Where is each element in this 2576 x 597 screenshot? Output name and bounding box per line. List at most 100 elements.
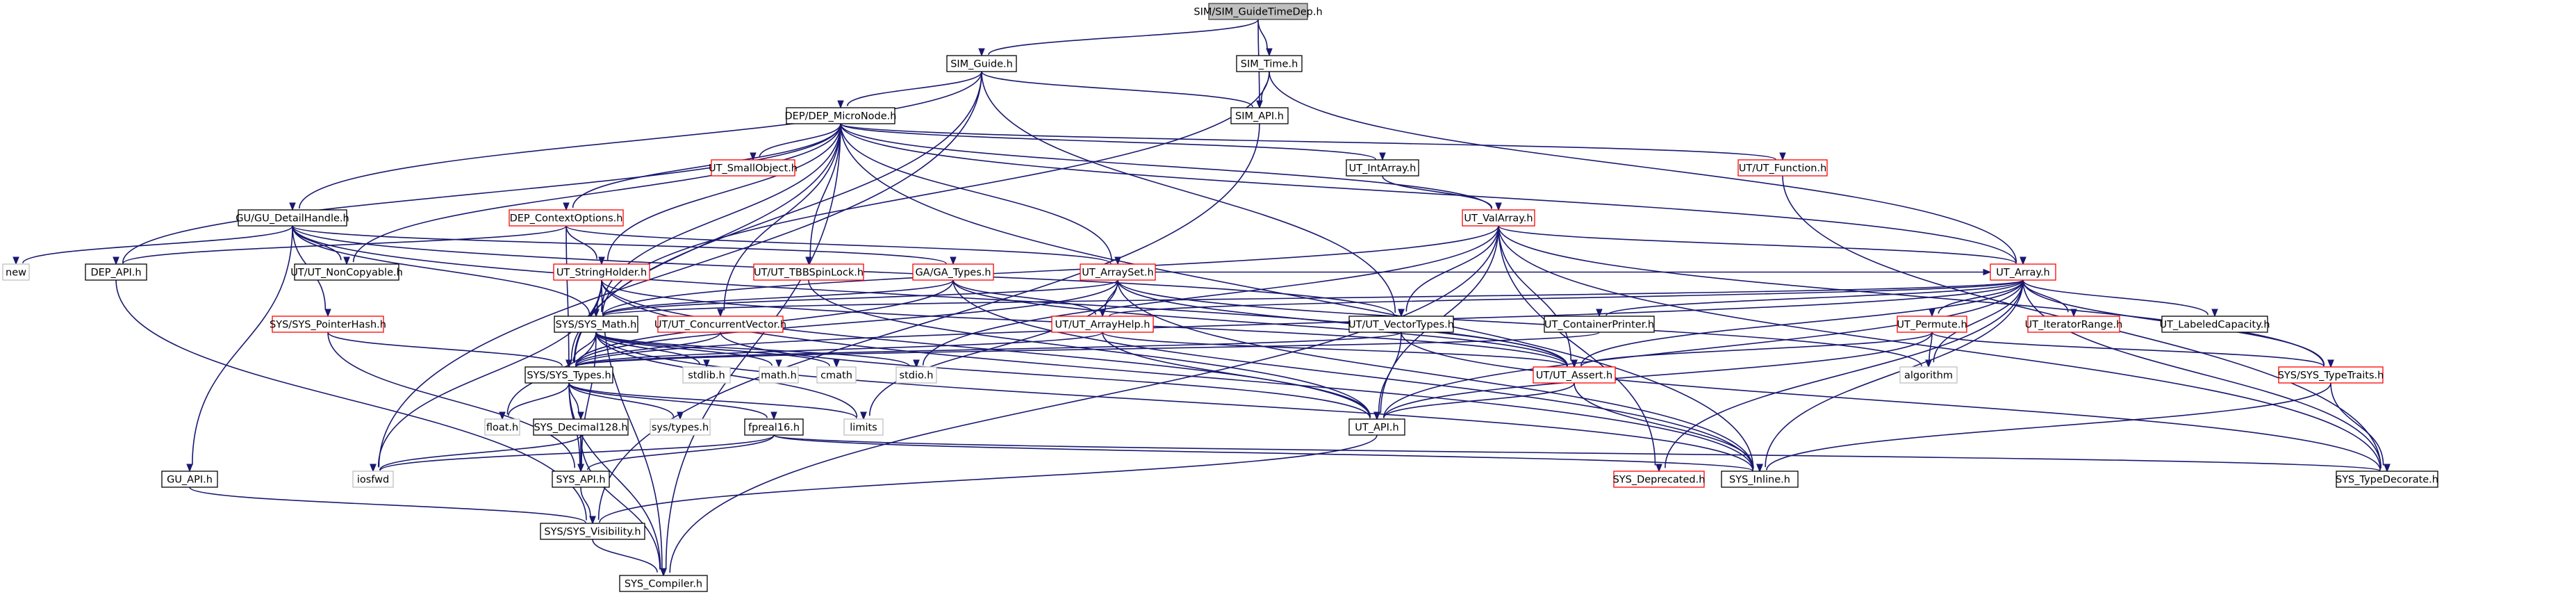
node-ut_function[interactable]: UT/UT_Function.h (1737, 159, 1828, 177)
node-math: math.h (759, 366, 799, 384)
arrowhead-icon (1779, 152, 1786, 161)
edge-line (1117, 279, 1922, 367)
node-box (525, 366, 613, 384)
edge-line (1498, 225, 2017, 264)
edge-ut_array-to-ut_labeledcapacity (2022, 279, 2218, 318)
arrowhead-icon (677, 411, 684, 420)
edge-line (587, 434, 775, 471)
edge-line (580, 434, 661, 570)
node-ut_stringholder[interactable]: UT_StringHolder.h (553, 263, 650, 281)
arrowhead-icon (1656, 464, 1662, 473)
edge-line (575, 279, 1118, 366)
arrowhead-icon (950, 256, 957, 265)
node-ut_permute[interactable]: UT_Permute.h (1897, 316, 1967, 333)
edge-ut_vectortypes-to-ut_api (1373, 332, 1402, 420)
node-ut_smallobject[interactable]: UT_SmallObject.h (709, 159, 798, 177)
node-sim_guide[interactable]: SIM_Guide.h (946, 55, 1017, 72)
node-label: UT_ContainerPrinter.h (1544, 320, 1654, 331)
edge-dep_micronode-to-sys_math (593, 123, 841, 318)
node-label: UT_ValArray.h (1464, 213, 1533, 224)
edge-line (292, 225, 591, 315)
arrowhead-icon (805, 256, 812, 265)
edge-line (952, 279, 1097, 315)
node-ut_intarray[interactable]: UT_IntArray.h (1346, 159, 1419, 177)
node-ut_vectortypes[interactable]: UT/UT_VectorTypes.h (1348, 316, 1454, 333)
node-ut_assert[interactable]: UT/UT_Assert.h (1533, 366, 1616, 384)
node-dep_micronode[interactable]: DEP/DEP_MicroNode.h (785, 107, 897, 124)
node-box (2027, 316, 2120, 333)
node-label: UT_IteratorRange.h (2025, 320, 2123, 331)
node-box (2278, 366, 2384, 384)
node-sys_compiler[interactable]: SYS_Compiler.h (619, 575, 708, 592)
node-gu_api[interactable]: GU_API.h (161, 471, 218, 488)
node-sys_api[interactable]: SYS_API.h (552, 471, 610, 488)
edge-dep_micronode-to-ut_array (840, 123, 2026, 265)
node-ut_containerprinter[interactable]: UT_ContainerPrinter.h (1544, 316, 1655, 333)
node-sys_typedecorate[interactable]: SYS_TypeDecorate.h (2336, 471, 2438, 488)
node-sys_math[interactable]: SYS/SYS_Math.h (554, 316, 638, 333)
node-sys_pointerhash[interactable]: SYS/SYS_PointerHash.h (270, 316, 386, 333)
node-ut_arrayset[interactable]: UT_ArraySet.h (1080, 263, 1156, 281)
edge-line (189, 486, 586, 523)
edge-sys_pointerhash-to-sys_api (327, 332, 584, 473)
node-ut_valarray[interactable]: UT_ValArray.h (1462, 209, 1535, 227)
node-ga_types[interactable]: GA/GA_Types.h (912, 263, 994, 281)
node-ut_tbbspinlock[interactable]: UT/UT_TBBSpinLock.h (753, 263, 864, 281)
node-ut_array[interactable]: UT_Array.h (1990, 263, 2056, 281)
node-sim_api[interactable]: SIM_API.h (1230, 107, 1289, 124)
edge-ut_array-to-ut_containerprinter (1596, 279, 2024, 318)
edge-sys_math-to-math (595, 332, 782, 368)
node-label: SIM/SIM_GuideTimeDep.h (1194, 7, 1322, 18)
edge-ut_permute-to-sys_typetraits (1931, 332, 2334, 368)
edge-dep_micronode-to-ut_tbbspinlock (805, 123, 841, 265)
edge-ut_arrayset-to-ut_array (1155, 268, 1992, 276)
node-dep_api[interactable]: DEP_API.h (85, 263, 147, 281)
node-sys_types[interactable]: SYS/SYS_Types.h (525, 366, 613, 384)
arrowhead-icon (1756, 464, 1763, 473)
edge-line (808, 279, 1371, 418)
edge-ut_permute-to-ut_api (1373, 332, 1933, 420)
node-ut_labeledcapacity[interactable]: UT_LabeledCapacity.h (2159, 316, 2270, 333)
edge-line (379, 434, 775, 471)
edge-sim_guide-to-dep_micronode (837, 71, 982, 109)
node-label: UT/UT_TBBSpinLock.h (754, 268, 864, 279)
node-ut_noncopyable[interactable]: UT/UT_NonCopyable.h (290, 263, 403, 281)
node-sys_inline[interactable]: SYS_Inline.h (1721, 471, 1799, 488)
node-label: UT_Permute.h (1897, 320, 1967, 331)
edge-line (575, 332, 1600, 368)
node-sys_deprecated[interactable]: SYS_Deprecated.h (1613, 471, 1706, 488)
edge-line (568, 382, 661, 570)
arrowhead-icon (565, 359, 572, 368)
node-sys_visibility[interactable]: SYS/SYS_Visibility.h (540, 523, 645, 540)
node-box (272, 316, 384, 333)
node-box (238, 209, 347, 227)
arrowhead-icon (750, 152, 757, 161)
node-dep_contextoptions[interactable]: DEP_ContextOptions.h (509, 209, 624, 227)
node-ut_arrayhelp[interactable]: UT/UT_ArrayHelp.h (1051, 316, 1154, 333)
node-box (1208, 3, 1308, 20)
edge-sys_types-to-float (499, 382, 570, 420)
node-sys_decimal128[interactable]: SYS_Decimal128.h (533, 418, 629, 436)
edge-sys_api-to-sys_visibility (580, 486, 596, 525)
arrowhead-icon (703, 359, 710, 368)
edge-line (1766, 382, 2331, 471)
node-label: SYS/SYS_Types.h (527, 370, 611, 382)
arrowhead-icon (717, 309, 724, 318)
arrowhead-icon (2327, 359, 2334, 368)
node-ut_api[interactable]: UT_API.h (1348, 418, 1405, 436)
arrowhead-icon (2020, 256, 2026, 265)
node-sim_time[interactable]: SIM_Time.h (1236, 55, 1303, 72)
edge-ut_array-to-ut_permute (1929, 279, 2024, 318)
node-ut_iteratorrange[interactable]: UT_IteratorRange.h (2025, 316, 2123, 333)
node-label: stdlib.h (688, 370, 725, 382)
node-gu_detailhandle[interactable]: GU/GU_DetailHandle.h (236, 209, 349, 227)
node-fpreal16[interactable]: fpreal16.h (744, 418, 804, 436)
node-root[interactable]: SIM/SIM_GuideTimeDep.h (1194, 3, 1323, 20)
arrowhead-icon (1495, 202, 1502, 211)
node-box (552, 471, 610, 488)
edge-line (378, 71, 982, 468)
node-label: DEP/DEP_MicroNode.h (785, 111, 897, 122)
node-sys_typetraits[interactable]: SYS/SYS_TypeTraits.h (2278, 366, 2384, 384)
node-ut_concurrentvector[interactable]: UT/UT_ConcurrentVector.h (654, 316, 786, 333)
